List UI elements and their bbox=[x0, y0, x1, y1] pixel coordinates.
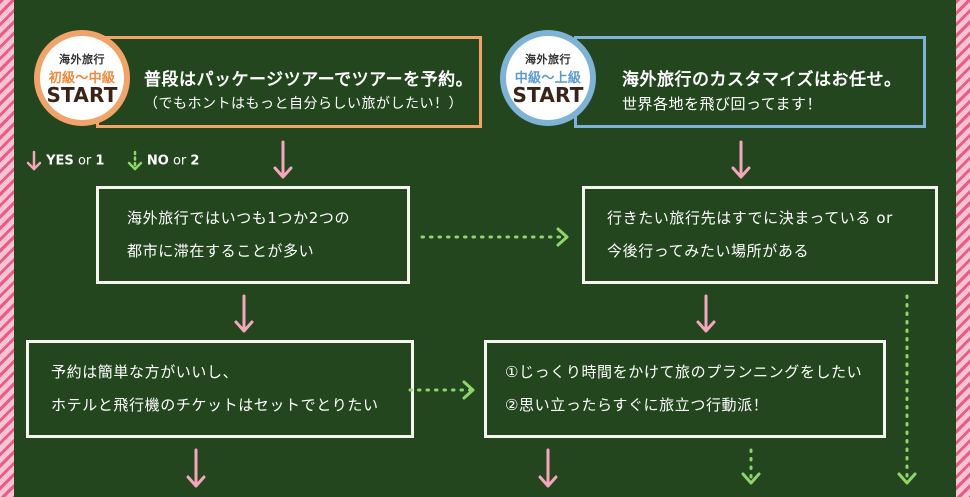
question-box-stay-cities: 海外旅行ではいつも1つか2つの 都市に滞在することが多い bbox=[96, 186, 410, 284]
start-advanced-sub-text: 世界各地を飛び回ってます！ bbox=[622, 95, 823, 113]
box-stay-cities-line2: 都市に滞在することが多い bbox=[127, 242, 315, 260]
box-planning-style-line1: ①じっくり時間をかけて旅のプランニングをしたい bbox=[505, 363, 863, 381]
badge-advanced-category: 海外旅行 bbox=[525, 53, 571, 66]
no-arrow-box-a-to-box-b bbox=[420, 227, 569, 247]
legend-yes-num: 1 bbox=[95, 153, 105, 169]
start-badge-advanced: 海外旅行 中級〜上級 START bbox=[500, 30, 596, 126]
legend-no-label: NO bbox=[146, 153, 169, 169]
yes-arrow-start-right-to-box-b bbox=[731, 140, 751, 179]
start-box-advanced: 海外旅行のカスタマイズはお任せ。 世界各地を飛び回ってます！ bbox=[574, 36, 926, 128]
question-box-planning-style: ①じっくり時間をかけて旅のプランニングをしたい ②思い立ったらすぐに旅立つ行動派… bbox=[484, 340, 886, 438]
start-advanced-main-text: 海外旅行のカスタマイズはお任せ。 bbox=[622, 70, 902, 90]
badge-advanced-level: 中級〜上級 bbox=[514, 71, 582, 86]
question-box-destination: 行きたい旅行先はすでに決まっている or 今後行ってみたい場所がある bbox=[582, 186, 938, 284]
yes-arrow-box-a-to-box-c bbox=[234, 294, 254, 333]
yes-arrow-box-b-to-box-d bbox=[696, 294, 716, 333]
box-destination-line2: 今後行ってみたい場所がある bbox=[607, 242, 810, 260]
box-easy-booking-line2: ホテルと飛行機のチケットはセットでとりたい bbox=[51, 396, 379, 414]
box-stay-cities-line1: 海外旅行ではいつも1つか2つの bbox=[127, 209, 351, 227]
no-arrow-box-c-to-box-d bbox=[408, 380, 475, 400]
yes-arrow-box-d-down bbox=[538, 448, 558, 488]
no-arrow-icon bbox=[127, 150, 142, 171]
yes-arrow-start-left-to-box-a bbox=[273, 140, 293, 179]
badge-beginner-level: 初級〜中級 bbox=[48, 71, 116, 86]
start-badge-beginner: 海外旅行 初級〜中級 START bbox=[34, 30, 130, 126]
start-beginner-main-text: 普段はパッケージツアーでツアーを予約。 bbox=[144, 70, 474, 90]
no-arrow-box-b-down-right bbox=[897, 294, 917, 485]
legend-yes-label: YES bbox=[46, 153, 74, 169]
yes-arrow-icon bbox=[26, 150, 42, 171]
yes-arrow-box-c-down bbox=[186, 448, 206, 488]
left-striped-border bbox=[0, 0, 14, 497]
question-box-easy-booking: 予約は簡単な方がいいし、 ホテルと飛行機のチケットはセットでとりたい bbox=[26, 340, 414, 438]
box-planning-style-line2: ②思い立ったらすぐに旅立つ行動派！ bbox=[505, 396, 769, 414]
legend-no-or: or bbox=[172, 153, 187, 169]
right-striped-border bbox=[956, 0, 970, 497]
legend-yes-or: or bbox=[77, 153, 92, 169]
box-easy-booking-line1: 予約は簡単な方がいいし、 bbox=[51, 363, 239, 381]
box-destination-line1: 行きたい旅行先はすでに決まっている or bbox=[607, 209, 893, 227]
badge-advanced-start: START bbox=[512, 83, 584, 107]
start-beginner-sub-text: （でもホントはもっと自分らしい旅がしたい！） bbox=[144, 96, 463, 112]
badge-beginner-category: 海外旅行 bbox=[59, 53, 105, 66]
badge-beginner-start: START bbox=[46, 83, 118, 107]
legend: YES or 1 NO or 2 bbox=[26, 150, 199, 172]
no-arrow-box-d-down bbox=[741, 448, 761, 485]
legend-no-num: 2 bbox=[190, 153, 200, 169]
